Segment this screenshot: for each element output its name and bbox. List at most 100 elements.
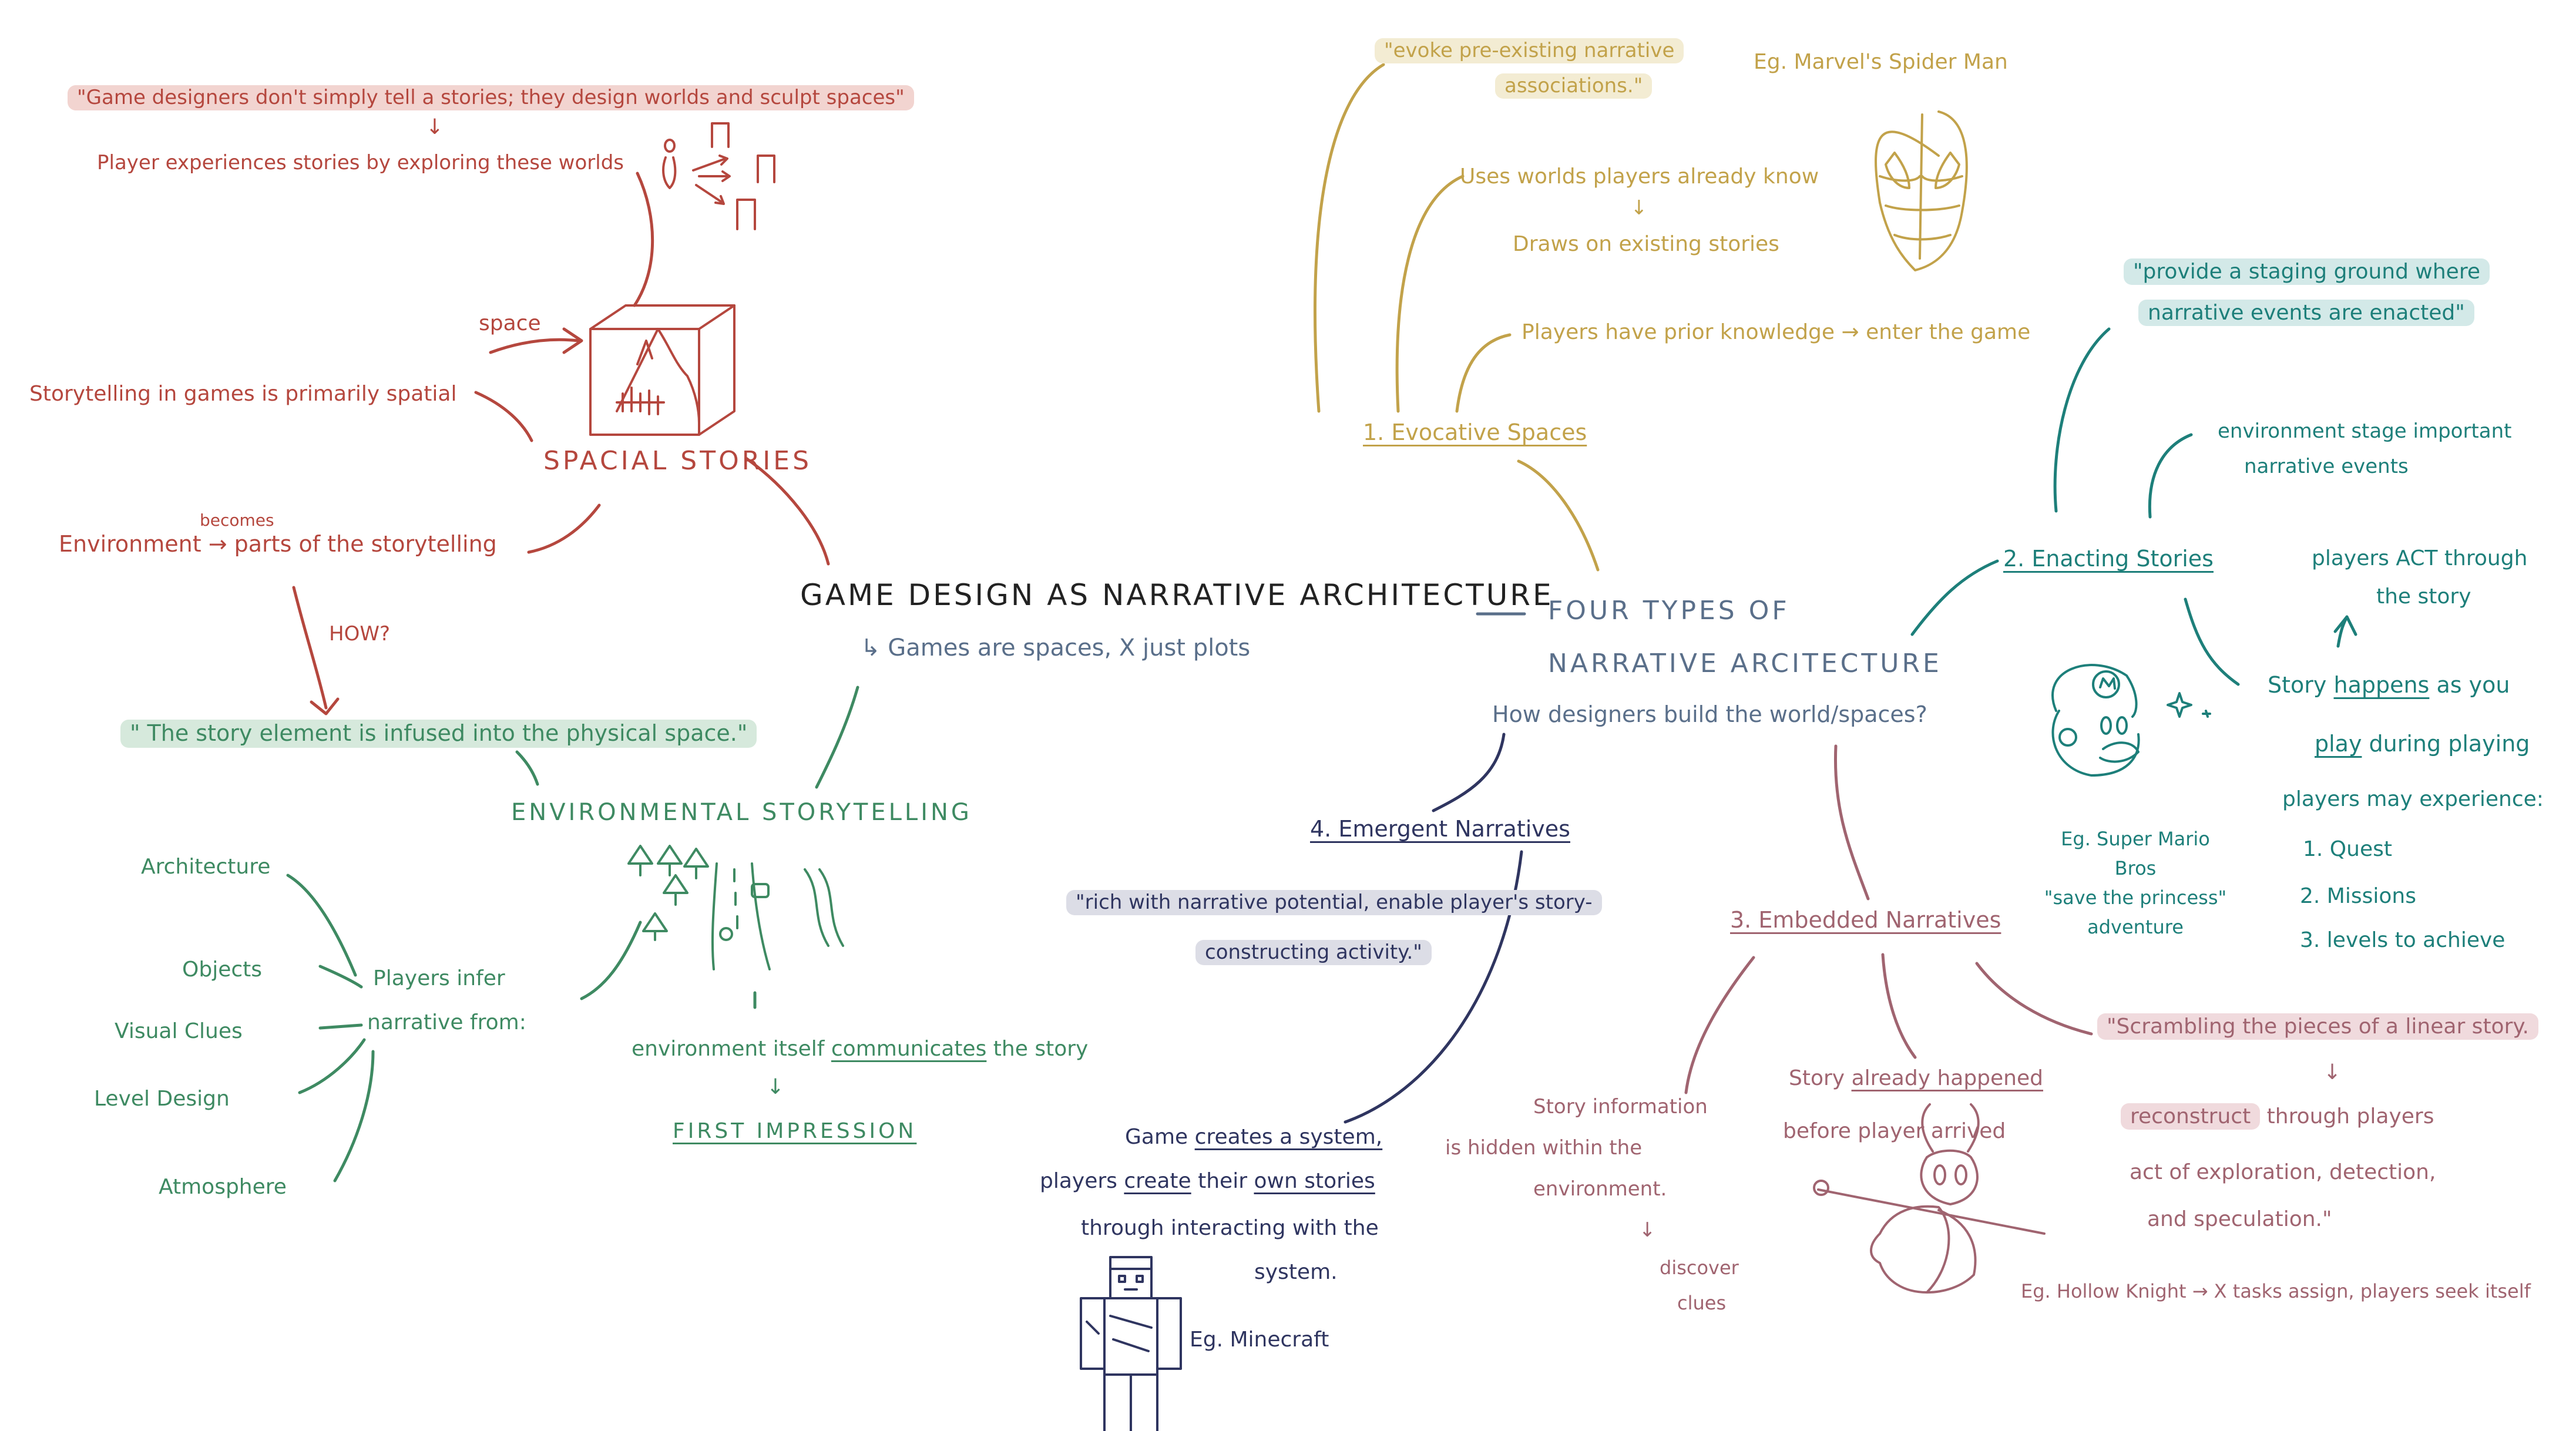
page-title: GAME DESIGN AS NARRATIVE ARCHITECTURE [800,578,1554,612]
space-label: space [479,311,541,335]
spatial-arrow: ↓ [425,115,444,139]
happens-part-c: as you [2436,672,2510,698]
reconstruct-part-a: reconstruct [2121,1103,2261,1130]
item-visual-clues: Visual Clues [115,1019,243,1043]
happened-part-a: Story [1789,1066,1845,1090]
act-through-2: the story [2376,585,2471,609]
env-stage-1: environment stage important [2218,419,2512,443]
system-line: system. [1254,1260,1338,1284]
draws-existing: Draws on existing stories [1513,232,1779,256]
item-objects: Objects [182,958,263,982]
game-part-b: creates a system, [1194,1125,1383,1149]
speculation-line: and speculation." [2147,1207,2332,1231]
communicates-part-c: the story [993,1037,1089,1061]
evocative-example: Eg. Marvel's Spider Man [1754,50,2008,74]
creates-system: Game creates a system, [1125,1125,1382,1149]
act-through-1: players ACT through [2312,546,2528,570]
scrambling-quote: "Scrambling the pieces of a linear story… [2097,1013,2538,1040]
story-info-1: Story information [1533,1095,1708,1118]
play-part-a: play [2315,731,2362,757]
item-atmosphere: Atmosphere [159,1175,287,1199]
players-part-c: their [1198,1169,1248,1193]
play-part-b: during playing [2369,731,2530,757]
discover-1: discover [1660,1257,1739,1279]
uses-worlds-arrow: ↓ [1630,196,1648,220]
mario-example-2: Bros [2114,857,2157,879]
first-impression: FIRST IMPRESSION [673,1119,917,1143]
already-happened: Story already happened [1789,1066,2043,1090]
exp-quest: 1. Quest [2303,837,2392,861]
four-types-line1: FOUR TYPES OF [1548,596,1790,626]
prior-knowledge: Players have prior knowledge → enter the… [1522,320,2031,344]
becomes-label: becomes [200,510,274,530]
discover-arrow: ↓ [1639,1218,1656,1242]
mario-icon [2051,664,2140,777]
environment-storytelling: Environment → parts of the storytelling [59,531,497,557]
scrambling-arrow: ↓ [2323,1060,2342,1084]
communicates-arrow: ↓ [766,1075,785,1099]
mario-example-1: Eg. Super Mario [2061,828,2210,850]
communicates-part-a: environment itself [632,1037,825,1061]
emergent-quote-1: "rich with narrative potential, enable p… [1066,890,1602,916]
spatial-stories-heading: SPACIAL STORIES [543,446,812,476]
emergent-quote-2: constructing activity." [1195,940,1432,966]
uses-worlds: Uses worlds players already know [1460,164,1819,189]
players-part-a: players [1040,1169,1117,1193]
play-line: play during playing [2315,731,2530,757]
evocative-quote-2: associations." [1495,73,1653,99]
narrative-from: narrative from: [367,1010,526,1034]
happens-part-a: Story [2268,672,2327,698]
before-arrived: before player arrived [1783,1119,2006,1143]
happens-part-b: happens [2333,672,2430,698]
game-part-a: Game [1125,1125,1188,1149]
embedded-heading: 3. Embedded Narratives [1730,907,2001,933]
minecraft-example: Eg. Minecraft [1190,1328,1329,1352]
mario-example-4: adventure [2087,916,2184,938]
person-doors-icon [662,122,775,230]
environmental-heading: ENVIRONMENTAL STORYTELLING [511,799,972,826]
item-level-design: Level Design [94,1087,230,1111]
mario-example-3: "save the princess" [2044,886,2227,909]
players-infer: Players infer [373,966,505,990]
discover-2: clues [1677,1292,1727,1314]
enacting-quote-1: "provide a staging ground where [2124,258,2490,285]
player-experiences: Player experiences stories by exploring … [97,151,624,174]
story-info-3: environment. [1533,1177,1667,1201]
reconstruct-part-b: through players [2266,1104,2434,1128]
exp-missions: 2. Missions [2300,884,2416,908]
communicates-line: environment itself communicates the stor… [632,1037,1088,1061]
primarily-spatial: Storytelling in games is primarily spati… [29,382,457,406]
hollow-knight-icon [1813,1103,2046,1294]
enacting-heading: 2. Enacting Stories [2003,546,2214,572]
communicates-part-b: communicates [831,1037,987,1061]
players-part-d: own stories [1254,1169,1375,1193]
sparkle-icon [2167,692,2211,718]
story-info-2: is hidden within the [1445,1136,1643,1160]
minecraft-steve-icon [1080,1256,1182,1431]
reconstruct-line: reconstruct through players [2121,1103,2434,1130]
exp-levels: 3. levels to achieve [2300,928,2506,952]
four-types-line2: NARRATIVE ARCITECTURE [1548,649,1942,678]
how-label: HOW? [329,622,390,646]
trees-road-icon [627,845,844,970]
interacting-line: through interacting with the [1081,1216,1379,1240]
evocative-quote-1: "evoke pre-existing narrative [1375,38,1684,64]
spiderman-icon [1875,110,1968,271]
hollow-knight-example: Eg. Hollow Knight → X tasks assign, play… [2021,1280,2531,1302]
enacting-quote-2: narrative events are enacted" [2138,300,2474,327]
subtitle: ↳ Games are spaces, X just plots [861,634,1251,661]
evocative-heading: 1. Evocative Spaces [1363,419,1587,445]
env-stage-2: narrative events [2244,455,2409,478]
spatial-quote: "Game designers don't simply tell a stor… [68,85,914,111]
cube-landscape-icon [589,304,735,436]
environmental-quote: " The story element is infused into the … [120,720,757,748]
emergent-heading: 4. Emergent Narratives [1310,816,1570,842]
four-types-sub: How designers build the world/spaces? [1492,701,1927,727]
exploration-line: act of exploration, detection, [2130,1160,2436,1184]
create-own-stories: players create their own stories [1040,1169,1375,1193]
players-may-experience: players may experience: [2282,787,2544,811]
players-part-b: create [1124,1169,1191,1193]
happened-part-b: already happened [1851,1066,2043,1090]
item-architecture: Architecture [141,855,271,879]
